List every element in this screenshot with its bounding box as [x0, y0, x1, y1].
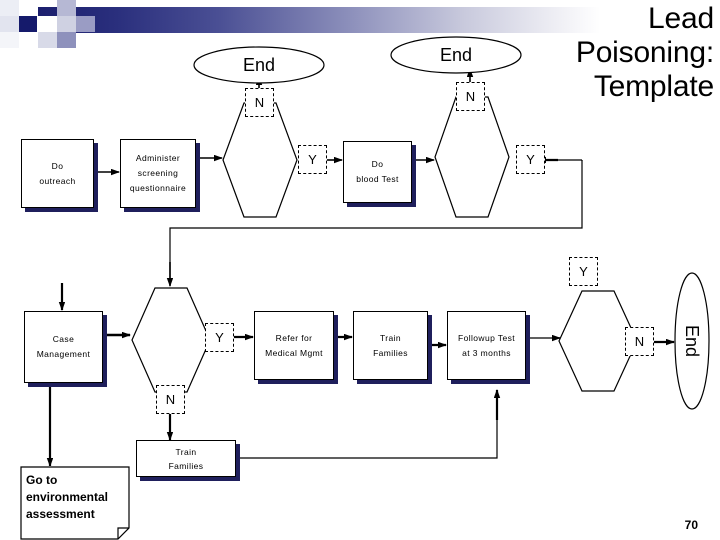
terminator-end-top-left: End: [193, 46, 325, 84]
square-light-1: [0, 0, 19, 16]
process-line: Families: [168, 460, 204, 471]
title-line-3: Template: [593, 70, 714, 103]
process-train-families-bottom[interactable]: Train Families: [136, 440, 236, 477]
square-mid-2: [76, 16, 95, 32]
decision-hexagon-3[interactable]: [131, 287, 211, 393]
header-gradient-bar: [38, 7, 600, 33]
branch-tag-d2-yes[interactable]: Y: [516, 145, 545, 174]
process-line: outreach: [39, 175, 76, 186]
process-line: screening: [137, 168, 179, 178]
process-line: Case: [52, 334, 75, 344]
decision-hexagon-2[interactable]: [434, 96, 510, 218]
terminator-end-top-right: End: [390, 36, 522, 74]
branch-tag-d4-no[interactable]: N: [625, 327, 654, 356]
process-line: questionnaire: [129, 183, 187, 193]
title-line-1: Lead: [648, 2, 714, 35]
branch-tag-d4-yes[interactable]: Y: [569, 257, 598, 286]
branch-tag-d3-yes[interactable]: Y: [205, 323, 234, 352]
process-line: blood Test: [356, 174, 399, 184]
note-line: assessment: [26, 507, 95, 521]
branch-tag-d3-no[interactable]: N: [156, 385, 185, 414]
branch-tag-d1-no[interactable]: N: [245, 88, 274, 117]
process-line: Do: [371, 159, 384, 169]
note-line: Go to: [26, 473, 58, 487]
process-line: Do: [51, 160, 64, 171]
square-mid-3: [57, 32, 76, 48]
terminator-label: End: [242, 54, 276, 75]
process-do-blood-test[interactable]: Do blood Test: [343, 141, 412, 203]
square-light-5: [57, 16, 76, 32]
note-line: environmental: [26, 490, 109, 504]
square-light-8: [57, 48, 76, 62]
square-dark-small: [19, 16, 37, 32]
process-followup-test[interactable]: Followup Test at 3 months: [447, 311, 526, 380]
title-line-2: Poisoning:: [575, 36, 714, 69]
square-light-4: [38, 16, 57, 32]
branch-tag-d2-no[interactable]: N: [456, 82, 485, 111]
process-line: Refer for: [275, 332, 313, 343]
process-line: Followup Test: [457, 332, 515, 343]
square-light-3: [0, 16, 19, 32]
terminator-label: End: [439, 44, 473, 65]
process-line: Management: [36, 349, 91, 359]
decision-hexagon-4[interactable]: [558, 290, 638, 392]
process-line: Administer: [135, 153, 181, 163]
note-outline: [20, 466, 130, 540]
process-case-management[interactable]: Case Management: [24, 311, 103, 383]
square-light-6: [0, 32, 19, 48]
process-administer-screening-questionnaire[interactable]: Administer screening questionnaire: [120, 139, 196, 208]
note-go-to-environmental-assessment[interactable]: Go to environmental assessment: [20, 466, 130, 540]
branch-tag-d1-yes[interactable]: Y: [298, 145, 327, 174]
page-number: 70: [684, 518, 698, 532]
process-train-families-top[interactable]: Train Families: [353, 311, 428, 380]
square-light-2: [19, 0, 38, 16]
process-refer-for-medical-mgmt[interactable]: Refer for Medical Mgmt: [254, 311, 334, 380]
process-line: at 3 months: [462, 347, 511, 358]
process-line: Medical Mgmt: [265, 347, 323, 358]
process-line: Train: [379, 332, 402, 343]
process-do-outreach[interactable]: Do outreach: [21, 139, 94, 208]
square-light-7: [38, 32, 57, 48]
process-line: Families: [373, 347, 408, 358]
process-line: Train: [175, 446, 197, 457]
decision-hexagon-1[interactable]: [222, 102, 298, 218]
page-title: Lead Poisoning: Template: [454, 2, 714, 104]
terminator-end-right: End: [673, 272, 711, 410]
square-mid-1: [57, 0, 76, 16]
